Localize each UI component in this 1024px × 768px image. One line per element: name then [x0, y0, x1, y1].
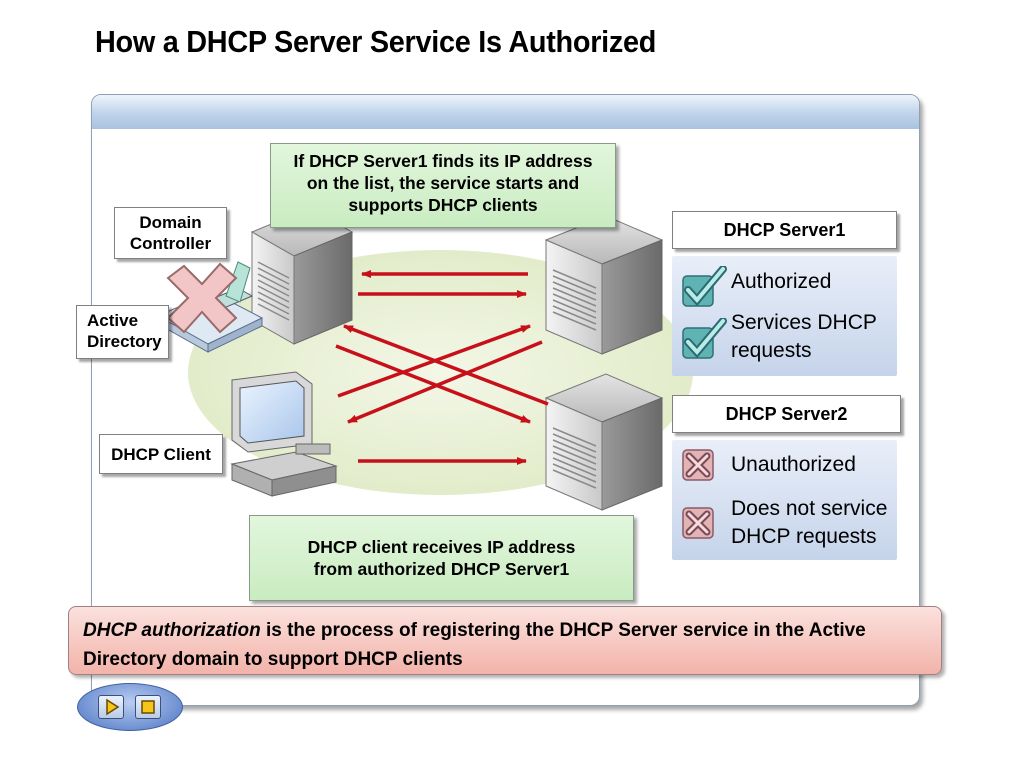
authorized-check-icon [682, 266, 727, 307]
client-receives-callout: DHCP client receives IP address from aut… [249, 515, 634, 601]
dhcp-client-computer-icon [230, 371, 338, 497]
authorization-callout: If DHCP Server1 finds its IP address on … [270, 143, 616, 228]
dhcp-server2-icon [544, 373, 664, 511]
active-directory-label: Active Directory [76, 305, 169, 359]
definition-text: is the process of registering the DHCP S… [83, 620, 866, 670]
domain-controller-label: Domain Controller [114, 207, 227, 259]
traffic-arrows [335, 270, 549, 465]
dhcp-client-label: DHCP Client [99, 434, 223, 474]
slide-navigation [77, 683, 183, 731]
definition-term: DHCP authorization [83, 620, 261, 641]
dhcp-server2-status-card: Unauthorized Does not service DHCP reque… [672, 440, 897, 560]
services-check-icon [682, 318, 727, 359]
dhcp-server1-icon [544, 215, 664, 355]
slide-title: How a DHCP Server Service Is Authorized [95, 24, 657, 59]
no-service-x-icon [682, 507, 714, 539]
definition-box: DHCP authorization is the process of reg… [68, 606, 942, 675]
play-icon [106, 698, 120, 716]
server1-item-authorized: Authorized [731, 270, 832, 293]
arrow-server1-to-client [347, 340, 543, 424]
panel-header-band [92, 95, 919, 129]
unauthorized-x-icon [682, 449, 714, 481]
arrow-dc-to-server2 [335, 344, 531, 424]
play-button[interactable] [98, 695, 124, 719]
dhcp-server1-title: DHCP Server1 [672, 211, 897, 249]
arrow-server2-to-client [343, 324, 549, 406]
stop-button[interactable] [135, 695, 161, 719]
domain-controller-server-icon [250, 207, 354, 345]
dhcp-server2-title: DHCP Server2 [672, 395, 901, 433]
dhcp-server1-status-card: Authorized Services DHCP requests [672, 256, 897, 376]
server1-item-services: Services DHCP requests [731, 311, 877, 362]
stop-icon [141, 700, 155, 714]
server2-item-no-service: Does not service DHCP requests [731, 497, 888, 548]
server2-item-unauthorized: Unauthorized [731, 453, 856, 476]
